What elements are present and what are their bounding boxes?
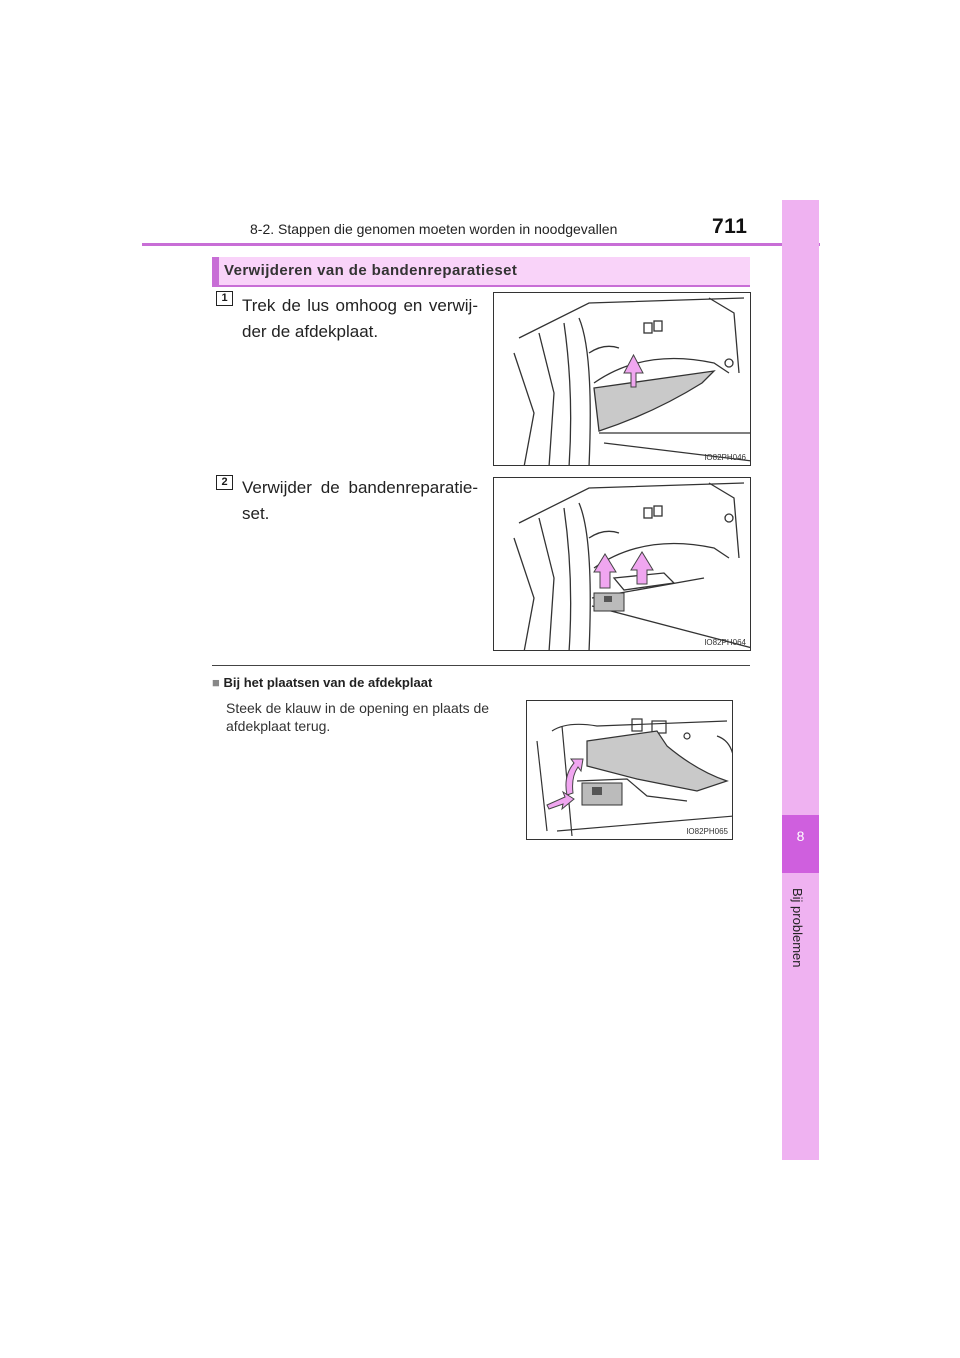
step-number-1: 1 [216,291,233,306]
figure-step-2: IO82PH064 [493,477,751,651]
figure-code-note: IO82PH065 [686,827,728,836]
note-heading-text: Bij het plaatsen van de afdekplaat [223,675,433,690]
figure-code-2: IO82PH064 [704,638,746,647]
page-number: 711 [712,215,748,238]
header-rule [142,243,820,246]
trunk-cover-illustration [513,297,750,465]
figure-note: IO82PH065 [526,700,733,840]
chapter-label: Bij problemen [790,888,805,968]
cover-plate-illustration [536,718,732,837]
section-divider [212,665,750,666]
step-number-2: 2 [216,475,233,490]
step-text-2: Verwijder de bandenreparatie­set. [242,478,478,523]
figure-code-1: IO82PH046 [704,453,746,462]
section-heading-bar [212,257,750,285]
note-heading: ■ Bij het plaatsen van de afdekplaat [212,675,432,690]
section-underline [212,285,750,287]
step-text-1: Trek de lus omhoog en verwij­der de afde… [242,296,478,341]
chapter-side-tab [782,200,819,1160]
note-marker: ■ [212,675,220,690]
note-body: Steek de klauw in de opening en plaats d… [226,700,490,734]
chapter-number: 8 [796,828,805,844]
repair-kit-illustration [513,482,750,650]
figure-step-1: IO82PH046 [493,292,751,466]
chapter-number-block [782,815,819,873]
section-title: Verwijderen van de bandenreparatieset [224,262,518,279]
running-header: 8-2. Stappen die genomen moeten worden i… [250,221,618,237]
